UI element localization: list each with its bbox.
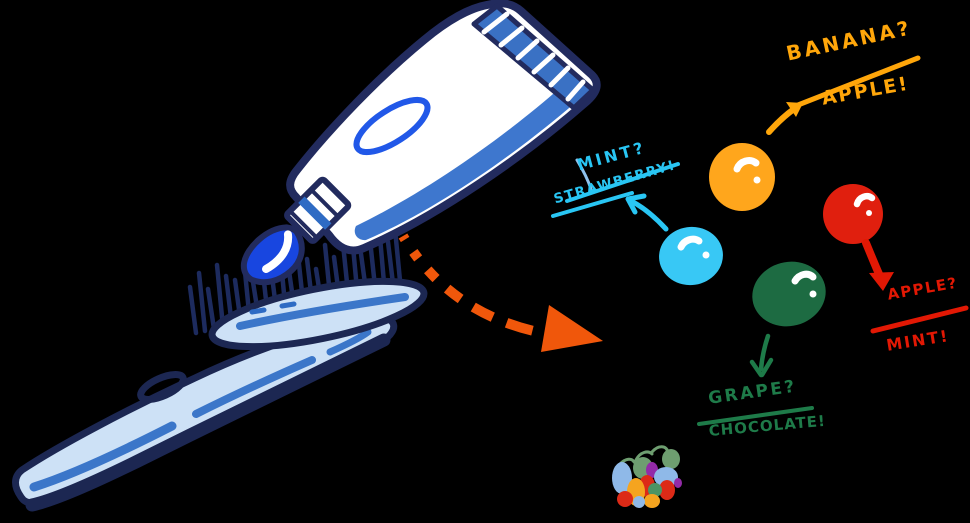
- handle-accent-stroke: [326, 328, 372, 356]
- mint-underline: [551, 191, 634, 218]
- head-pad-blue-marks: [249, 301, 297, 315]
- apple-divider-line: [870, 305, 969, 334]
- head-pad-accent: [236, 293, 409, 330]
- ball-highlight: [677, 235, 703, 251]
- toothbrush-illustration: [12, 223, 428, 512]
- cyan-arrow-icon: [625, 193, 669, 232]
- ball-highlight-dot: [809, 290, 817, 298]
- banana-divider-line: [795, 55, 921, 108]
- red-arrow-icon: [862, 239, 894, 291]
- ball-highlight: [733, 157, 760, 173]
- tube-crimp-stripes: [481, 11, 586, 102]
- cluster-candy: [659, 480, 675, 500]
- toothbrush-bristles: [187, 223, 404, 336]
- ball-highlight-dot: [702, 251, 710, 259]
- tube-reflection: [575, 158, 593, 191]
- cluster-candy: [648, 483, 662, 497]
- handle-accent-stroke: [192, 356, 316, 418]
- cluster-candy: [644, 494, 660, 508]
- candy-ball-green: [752, 261, 826, 327]
- grape-divider-line: [697, 406, 814, 426]
- candy-ball-orange: [709, 143, 775, 211]
- cluster-candy: [633, 496, 645, 508]
- ball-highlight: [853, 193, 876, 208]
- tube-shading: [354, 88, 576, 241]
- handle-accent-stroke: [29, 421, 177, 492]
- ball-highlight-dot: [753, 176, 761, 184]
- tube-crimp-band: [471, 3, 596, 111]
- mint-divider-line: [565, 162, 680, 203]
- candy-ball-cyan: [659, 226, 723, 286]
- ball-highlight-dot: [866, 210, 872, 216]
- tube-oval-logo: [353, 96, 431, 156]
- candy-cluster: [612, 445, 682, 508]
- tube-nozzle: [240, 176, 352, 286]
- label-divider-lines: [551, 55, 969, 426]
- toothpaste-tube-illustration: [240, 0, 601, 286]
- cluster-candy: [654, 467, 678, 487]
- candy-balls: [659, 143, 883, 327]
- dashed-arrow-icon: [398, 233, 603, 352]
- green-arrow-icon: [749, 333, 774, 378]
- cluster-candy: [662, 449, 680, 469]
- cluster-candy: [674, 478, 682, 488]
- toothbrush-handle-shadow: [25, 333, 391, 512]
- candy-ball-red: [823, 184, 883, 244]
- cluster-candy: [617, 491, 633, 507]
- handle-oval-detail: [137, 371, 187, 403]
- cluster-candy: [612, 462, 632, 494]
- paste-highlight: [262, 230, 293, 274]
- ball-highlight: [791, 270, 817, 285]
